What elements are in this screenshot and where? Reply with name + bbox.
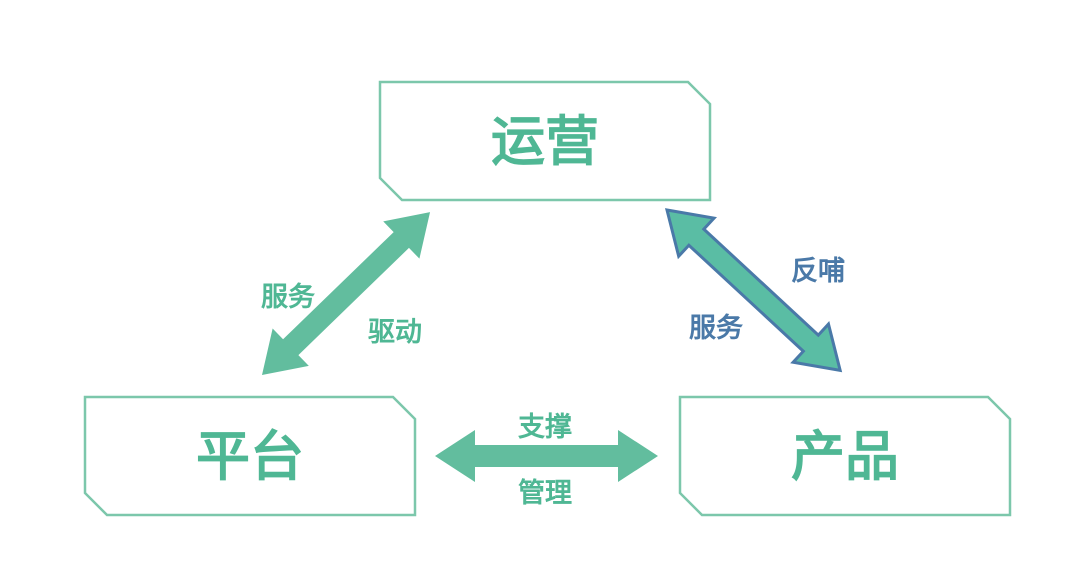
node-product-box [678,395,1012,517]
edge-label-platform-product-upper: 支撑 [518,412,572,442]
edge-label-platform-product-lower: 管理 [518,478,572,508]
node-platform-label: 平台 [196,427,304,487]
arrow-operations-product [664,208,843,373]
arrow-platform-operations [262,212,431,375]
edge-label-operations-product-upper: 反哺 [791,256,845,286]
node-platform-box [83,395,417,517]
node-operations-label: 运营 [491,112,599,172]
arrow-platform-product [435,430,658,482]
node-operations-box [378,80,712,202]
edge-label-operations-product-lower: 服务 [689,313,743,343]
edge-label-platform-operations-upper: 服务 [261,282,315,312]
edge-label-platform-operations-lower: 驱动 [368,317,422,347]
node-product-label: 产品 [791,427,899,487]
